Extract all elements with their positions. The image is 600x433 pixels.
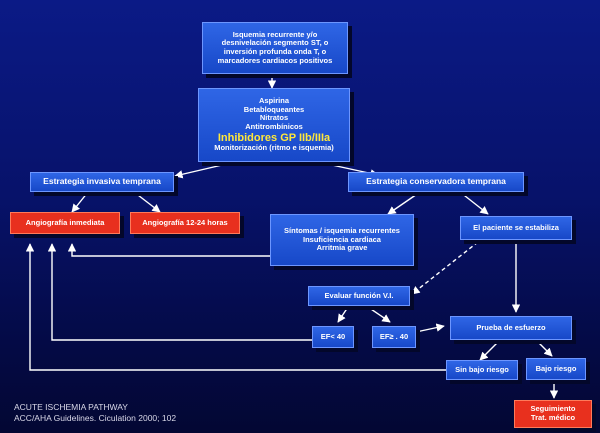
followup-line-2: Trat. médico <box>530 413 576 422</box>
invasive-strategy-box: Estrategia invasiva temprana <box>30 172 174 192</box>
symptoms-line-1: Síntomas / isquemia recurrentes <box>284 226 400 236</box>
treatment-highlight: Inhibidores GP IIb/IIIa <box>217 131 331 144</box>
treatment-line-1: Aspirina <box>258 96 289 106</box>
treatment-line-3: Nitratos <box>259 113 289 123</box>
stress-test-box: Prueba de esfuerzo <box>450 316 572 340</box>
symptoms-line-2: Insuficiencia cardiaca <box>303 234 381 244</box>
arrow-invasive-to-immediate-angio <box>71 191 89 213</box>
treatment-line-4: Antitrombínicos <box>245 121 303 131</box>
followup-medical-treatment-box: Seguimiento Trat. médico <box>514 400 592 428</box>
treatment-line-2: Betabloqueantes <box>243 104 305 114</box>
caption-title: ACUTE ISCHEMIA PATHWAY <box>14 402 128 412</box>
ef-less-than-40-label: EF< 40 <box>320 331 346 341</box>
ef-greater-equal-40-label: EF≥ . 40 <box>379 331 409 341</box>
arrow-treatment-to-invasive <box>174 161 236 179</box>
arrow-stabilized-to-evaluate-dashed <box>411 241 479 295</box>
patient-stabilized-label: El paciente se estabiliza <box>473 222 559 232</box>
source-caption: ACUTE ISCHEMIA PATHWAY ACC/AHA Guideline… <box>14 402 176 424</box>
conservative-strategy-box: Estrategia conservadora temprana <box>348 172 524 192</box>
initial-treatment-box: Aspirina Betabloqueantes Nitratos Antitr… <box>198 88 350 162</box>
presentation-line-4: marcadores cardiacos positivos <box>217 55 333 65</box>
presentation-line-3: inversión profunda onda T, o <box>223 47 327 56</box>
ef-less-than-40-box: EF< 40 <box>312 326 354 348</box>
arrow-stress-to-not-low-risk <box>479 341 499 361</box>
caption-reference: ACC/AHA Guidelines. Ciculation 2000; 102 <box>14 413 177 424</box>
not-low-risk-label: Sin bajo riesgo <box>455 364 509 374</box>
arrow-not-low-risk-to-immediate-angio <box>25 243 446 371</box>
patient-stabilized-box: El paciente se estabiliza <box>460 216 572 240</box>
arrow-ef-lt-40-to-immediate-angio <box>47 243 312 341</box>
presentation-line-2: desnivelación segmento ST, o <box>221 38 329 48</box>
arrow-conservative-to-symptoms <box>387 191 421 215</box>
symptoms-line-3: Arritmia grave <box>316 243 368 253</box>
stress-test-label: Prueba de esfuerzo <box>476 322 546 332</box>
treatment-line-5: Monitorización (ritmo e isquemia) <box>214 143 334 153</box>
arrow-invasive-to-angio-12-24 <box>133 191 161 213</box>
followup-line-1: Seguimiento <box>530 404 576 414</box>
arrow-symptoms-to-angio-12-24 <box>67 243 270 257</box>
arrow-ef-ge-40-to-stress-test <box>415 323 445 333</box>
conservative-strategy-label: Estrategia conservadora temprana <box>366 176 506 187</box>
arrow-evaluate-to-ef-lt-40 <box>337 306 349 323</box>
evaluate-lv-function-box: Evaluar función V.I. <box>308 286 410 306</box>
arrow-stress-to-low-risk <box>537 341 553 357</box>
presentation-criteria-box: Isquemia recurrente y/o desnivelación se… <box>202 22 348 74</box>
ef-greater-equal-40-box: EF≥ . 40 <box>372 326 416 348</box>
arrow-conservative-to-stabilized <box>459 191 489 215</box>
invasive-strategy-label: Estrategia invasiva temprana <box>43 176 161 187</box>
not-low-risk-box: Sin bajo riesgo <box>446 360 518 380</box>
presentation-line-1: Isquemia recurrente y/o <box>232 29 318 39</box>
evaluate-lv-function-label: Evaluar función V.I. <box>324 290 394 300</box>
symptoms-box: Síntomas / isquemia recurrentes Insufici… <box>270 214 414 266</box>
low-risk-box: Bajo riesgo <box>526 358 586 380</box>
immediate-angiography-label: Angiografía inmediata <box>25 217 105 227</box>
angiography-12-24-label: Angiografía 12-24 horas <box>142 217 228 227</box>
angiography-12-24-box: Angiografía 12-24 horas <box>130 212 240 234</box>
arrow-evaluate-to-ef-ge-40 <box>367 306 391 323</box>
low-risk-label: Bajo riesgo <box>535 363 577 373</box>
immediate-angiography-box: Angiografía inmediata <box>10 212 120 234</box>
